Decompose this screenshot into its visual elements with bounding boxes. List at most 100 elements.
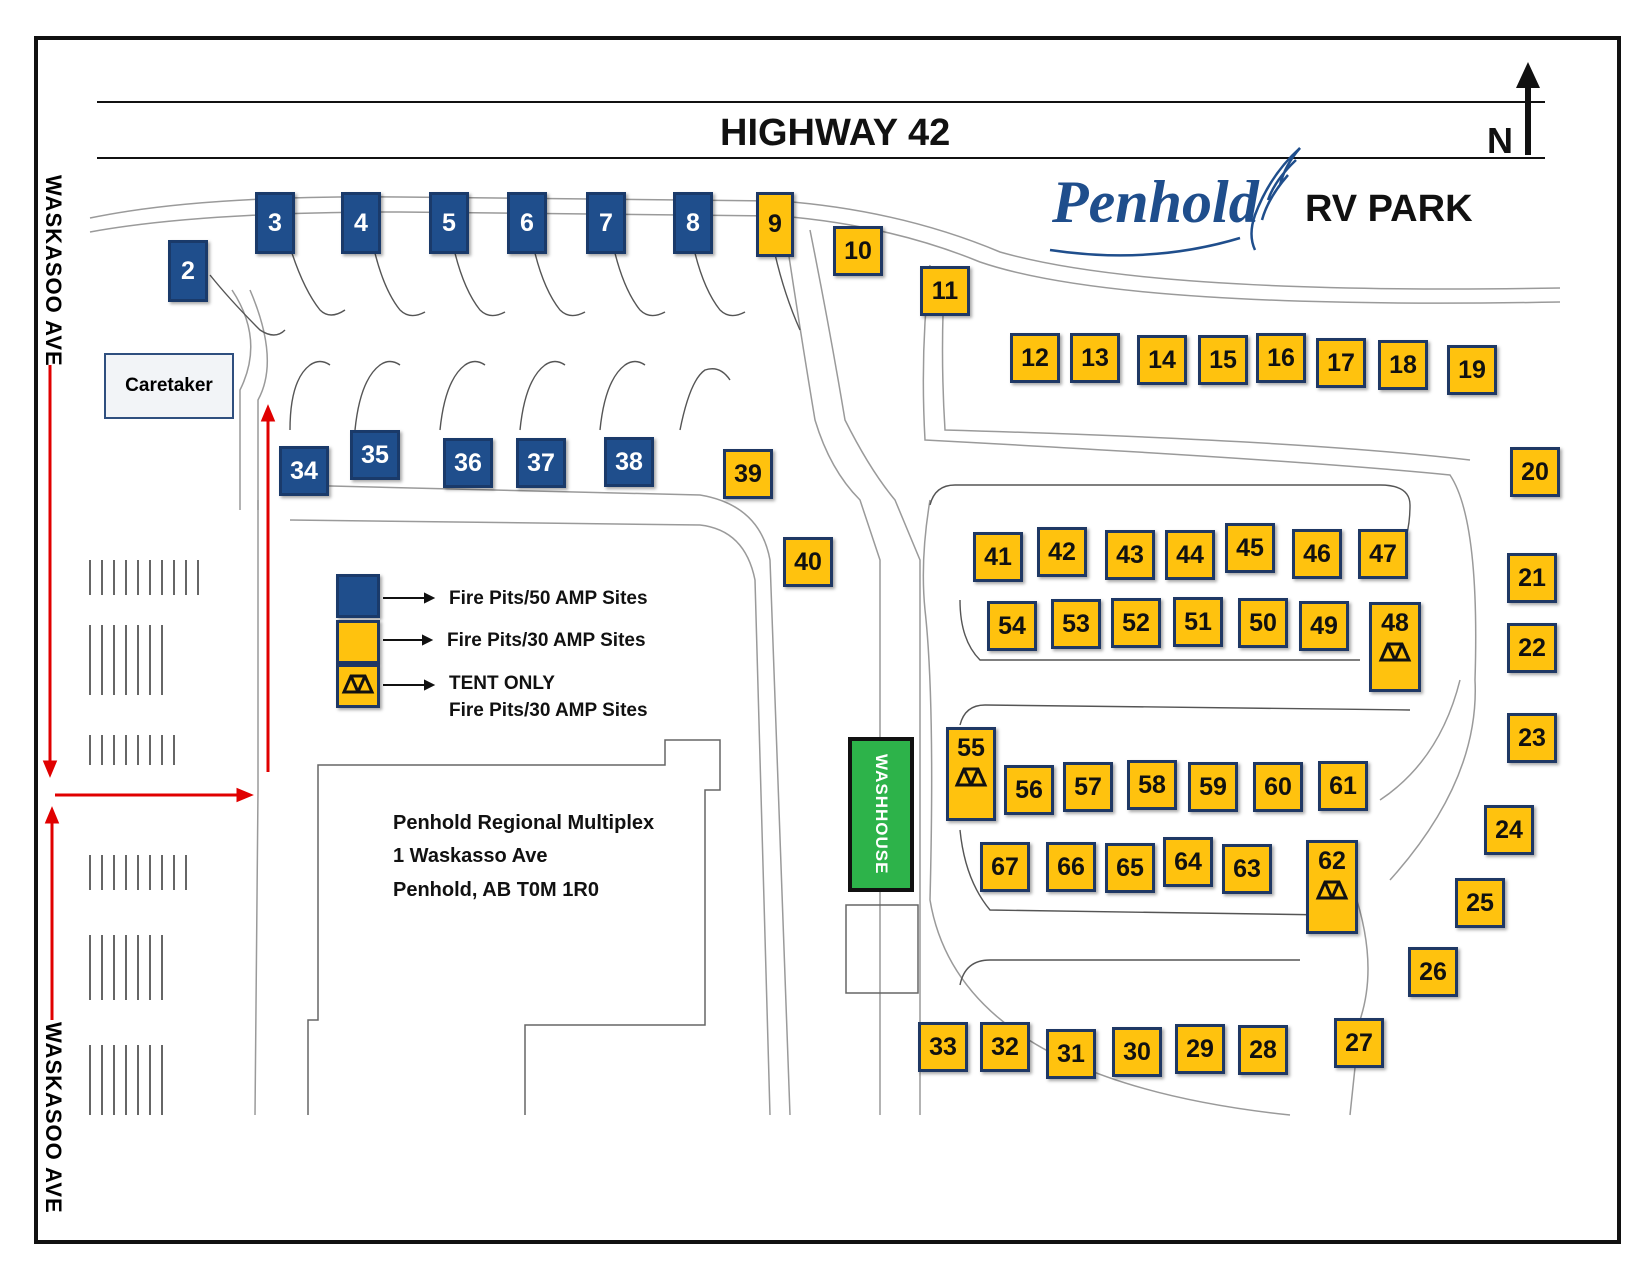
site-52[interactable]: 52 [1111,598,1161,648]
site-13[interactable]: 13 [1070,333,1120,383]
site-9[interactable]: 9 [756,192,794,257]
site-number: 20 [1521,457,1549,486]
roads [89,196,1561,1116]
site-number: 47 [1369,539,1397,568]
site-15[interactable]: 15 [1198,335,1248,385]
site-47[interactable]: 47 [1358,529,1408,579]
site-12[interactable]: 12 [1010,333,1060,383]
site-53[interactable]: 53 [1051,599,1101,649]
site-60[interactable]: 60 [1253,762,1303,812]
site-number: 38 [615,447,643,476]
site-19[interactable]: 19 [1447,345,1497,395]
site-4[interactable]: 4 [341,192,381,254]
site-number: 30 [1123,1037,1151,1066]
parking-lines [89,560,199,1115]
site-27[interactable]: 27 [1334,1018,1384,1068]
site-39[interactable]: 39 [723,449,773,499]
site-21[interactable]: 21 [1507,553,1557,603]
site-number: 36 [454,448,482,477]
site-17[interactable]: 17 [1316,338,1366,388]
tent-icon [1378,640,1412,669]
site-25[interactable]: 25 [1455,878,1505,928]
caretaker-building[interactable]: Caretaker [104,353,234,419]
site-number: 35 [361,440,389,469]
site-32[interactable]: 32 [980,1022,1030,1072]
site-22[interactable]: 22 [1507,623,1557,673]
site-34[interactable]: 34 [279,446,329,496]
site-number: 27 [1345,1028,1373,1057]
site-63[interactable]: 63 [1222,844,1272,894]
site-36[interactable]: 36 [443,438,493,488]
site-51[interactable]: 51 [1173,597,1223,647]
site-number: 59 [1199,772,1227,801]
site-42[interactable]: 42 [1037,527,1087,577]
site-number: 32 [991,1032,1019,1061]
site-33[interactable]: 33 [918,1022,968,1072]
site-number: 26 [1419,957,1447,986]
site-number: 51 [1184,607,1212,636]
site-50[interactable]: 50 [1238,598,1288,648]
site-29[interactable]: 29 [1175,1024,1225,1074]
site-10[interactable]: 10 [833,226,883,276]
site-30[interactable]: 30 [1112,1027,1162,1077]
site-46[interactable]: 46 [1292,529,1342,579]
legend-swatch-gold [336,620,380,664]
site-number: 29 [1186,1034,1214,1063]
site-number: 33 [929,1032,957,1061]
site-11[interactable]: 11 [920,266,970,316]
site-61[interactable]: 61 [1318,761,1368,811]
site-26[interactable]: 26 [1408,947,1458,997]
logo-text: RV PARK [1305,188,1473,230]
north-label: N [1487,120,1513,161]
site-7[interactable]: 7 [586,192,626,254]
site-31[interactable]: 31 [1046,1029,1096,1079]
site-45[interactable]: 45 [1225,523,1275,573]
site-number: 4 [354,208,368,237]
site-number: 39 [734,459,762,488]
site-56[interactable]: 56 [1004,765,1054,815]
site-48[interactable]: 48 [1369,602,1421,692]
site-57[interactable]: 57 [1063,762,1113,812]
highway-label: HIGHWAY 42 [720,112,951,154]
site-3[interactable]: 3 [255,192,295,254]
site-58[interactable]: 58 [1127,760,1177,810]
site-64[interactable]: 64 [1163,837,1213,887]
site-6[interactable]: 6 [507,192,547,254]
site-number: 53 [1062,609,1090,638]
site-40[interactable]: 40 [783,537,833,587]
site-43[interactable]: 43 [1105,530,1155,580]
site-8[interactable]: 8 [673,192,713,254]
stalls-central [929,484,1411,986]
site-number: 41 [984,542,1012,571]
site-2[interactable]: 2 [168,240,208,302]
site-20[interactable]: 20 [1510,447,1560,497]
site-5[interactable]: 5 [429,192,469,254]
site-35[interactable]: 35 [350,430,400,480]
site-65[interactable]: 65 [1105,843,1155,893]
site-number: 14 [1148,345,1176,374]
site-49[interactable]: 49 [1299,601,1349,651]
site-number: 63 [1233,854,1261,883]
site-62[interactable]: 62 [1306,840,1358,934]
site-number: 22 [1518,633,1546,662]
tent-icon [1315,878,1349,907]
washhouse[interactable]: WASHHOUSE [848,737,914,892]
site-37[interactable]: 37 [516,438,566,488]
site-66[interactable]: 66 [1046,842,1096,892]
site-55[interactable]: 55 [946,727,996,821]
site-28[interactable]: 28 [1238,1025,1288,1075]
site-44[interactable]: 44 [1165,530,1215,580]
site-number: 67 [991,852,1019,881]
site-41[interactable]: 41 [973,532,1023,582]
site-54[interactable]: 54 [987,601,1037,651]
north-arrow-icon [1516,62,1540,155]
site-16[interactable]: 16 [1256,333,1306,383]
site-23[interactable]: 23 [1507,713,1557,763]
site-59[interactable]: 59 [1188,762,1238,812]
site-67[interactable]: 67 [980,842,1030,892]
site-14[interactable]: 14 [1137,335,1187,385]
site-number: 19 [1458,355,1486,384]
site-18[interactable]: 18 [1378,340,1428,390]
site-24[interactable]: 24 [1484,805,1534,855]
site-38[interactable]: 38 [604,437,654,487]
